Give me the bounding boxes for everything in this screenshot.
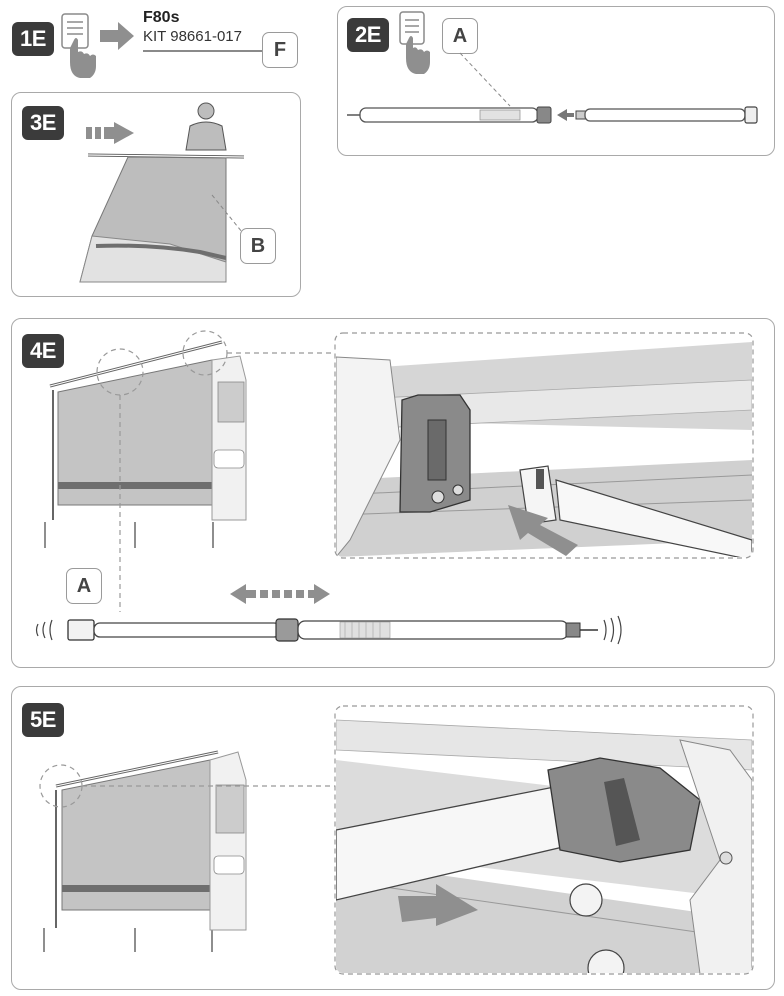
callout-a-step2: A [442,18,478,54]
callout-a-step4: A [66,568,102,604]
callout-f: F [262,32,298,68]
panel-step-5e [11,686,775,990]
callout-b-step3: B [240,228,276,264]
step-4e-badge: 4E [22,334,64,368]
kit-code: KIT 98661-017 [143,28,242,45]
step-3e-badge: 3E [22,106,64,140]
step-5e-badge: 5E [22,703,64,737]
panel-step-2e [337,6,775,156]
step-2e-badge: 2E [347,18,389,52]
step-1e-badge: 1E [12,22,54,56]
panel-step-4e [11,318,775,668]
kit-name: F80s [143,9,180,26]
